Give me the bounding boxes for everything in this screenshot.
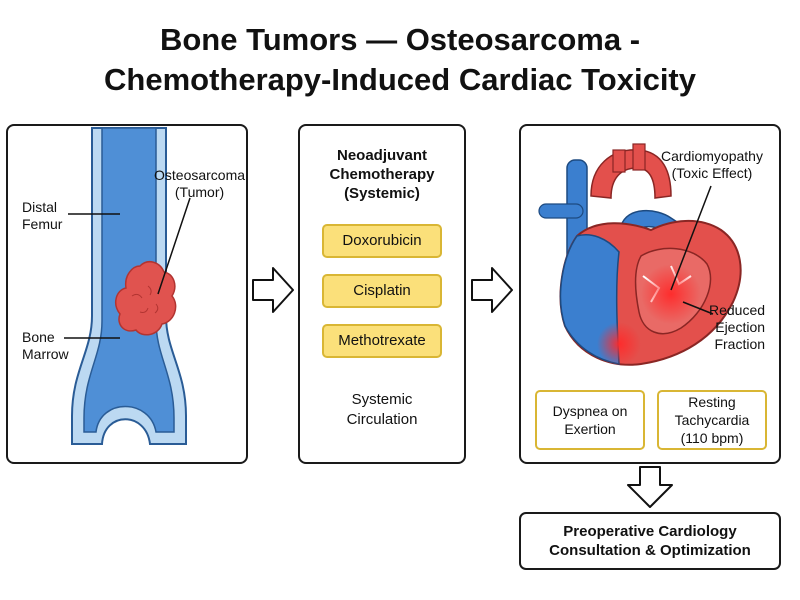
chemotherapy-panel: Neoadjuvant Chemotherapy (Systemic) Doxo… [298, 124, 466, 464]
femur-illustration [64, 127, 191, 445]
drug-cisplatin: Cisplatin [322, 274, 442, 308]
title-line-2: Chemotherapy-Induced Cardiac Toxicity [104, 62, 696, 97]
tumor-mass [114, 261, 177, 336]
leader-ejection-fraction [682, 301, 714, 315]
cardiology-consultation-box: Preoperative Cardiology Consultation & O… [519, 512, 781, 570]
damage-spot-1 [641, 264, 701, 324]
label-bone-marrow: Bone Marrow [22, 329, 69, 362]
symptom-dyspnea: Dyspnea on Exertion [535, 390, 645, 450]
chemo-heading: Neoadjuvant Chemotherapy (Systemic) [329, 147, 435, 202]
arrow-bone-to-chemo [252, 267, 294, 313]
label-distal-femur: Distal Femur [22, 199, 63, 232]
aortic-branch-2 [632, 143, 646, 171]
cardiac-panel: Cardiomyopathy (Toxic Effect) Reduced Ej… [519, 124, 781, 464]
title-line-1: Bone Tumors — Osteosarcoma - [159, 22, 641, 57]
aortic-branch-1 [612, 149, 626, 173]
bone-panel: Distal Femur Osteosarcoma (Tumor) Bone M… [6, 124, 248, 464]
heart-illustration [538, 143, 742, 366]
label-cardiomyopathy: Cardiomyopathy (Toxic Effect) [661, 148, 763, 181]
page-title: Bone Tumors — Osteosarcoma - Chemotherap… [0, 20, 800, 100]
symptom-tachycardia: Resting Tachycardia (110 bpm) [657, 390, 767, 450]
arrow-heart-to-consult [627, 466, 673, 508]
aorta [590, 149, 672, 199]
drug-doxorubicin: Doxorubicin [322, 224, 442, 258]
arrow-chemo-to-heart [471, 267, 513, 313]
pulmonary-vein [538, 203, 584, 219]
leader-osteosarcoma [157, 197, 191, 295]
label-osteosarcoma: Osteosarcoma (Tumor) [154, 167, 246, 200]
damage-spot-2 [597, 322, 641, 366]
label-reduced-ejection-fraction: Reduced Ejection Fraction [709, 302, 766, 352]
drug-methotrexate: Methotrexate [322, 324, 442, 358]
leader-cardiomyopathy [670, 185, 712, 291]
label-systemic-circulation: Systemic Circulation [346, 391, 418, 428]
